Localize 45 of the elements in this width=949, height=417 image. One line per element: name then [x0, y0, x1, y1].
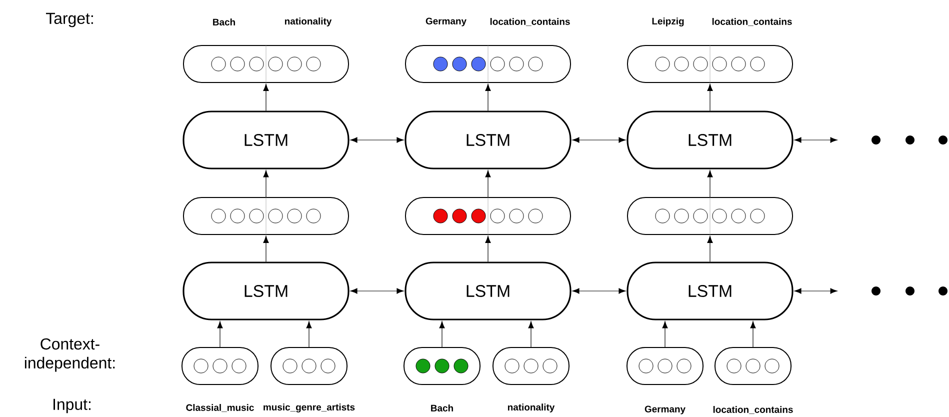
lstm-box: LSTM [404, 262, 572, 320]
arrow [528, 321, 534, 348]
arrow [485, 236, 491, 262]
arrow [572, 137, 626, 143]
arrow [350, 288, 404, 294]
word-label: Classial_music [186, 404, 254, 412]
arrow [794, 288, 838, 294]
arrow [572, 288, 626, 294]
arrow [707, 170, 713, 198]
lstm-box: LSTM [182, 110, 350, 170]
lstm-box: LSTM [404, 110, 572, 170]
arrow [485, 170, 491, 198]
word-label: location_contains [712, 18, 792, 26]
word-label: music_genre_artists [264, 404, 355, 412]
lstm-box: LSTM [626, 110, 794, 170]
lstm-box: LSTM [182, 262, 350, 320]
word-label: Bach [213, 18, 235, 26]
word-label: Bach [431, 404, 453, 412]
word-label: location_contains [490, 18, 570, 26]
arrow [306, 321, 312, 348]
vector-box [627, 197, 793, 235]
lstm-box: LSTM [626, 262, 794, 320]
word-label: nationality [508, 404, 555, 412]
arrow [263, 170, 269, 198]
arrow [263, 84, 269, 111]
arrow [794, 137, 838, 143]
arrow [350, 137, 404, 143]
vector-box [405, 197, 571, 235]
arrow [662, 321, 668, 348]
row-label: Context- independent: [24, 338, 115, 372]
row-label: Target: [46, 12, 93, 28]
arrow [707, 236, 713, 262]
row-label: Input: [54, 398, 90, 414]
arrow [707, 84, 713, 111]
word-label: nationality [284, 18, 332, 26]
vector-box [183, 197, 349, 235]
arrow [485, 84, 491, 111]
word-label: Germany [644, 406, 686, 414]
arrow [263, 236, 269, 262]
arrow [439, 321, 445, 348]
word-label: Leipzig [652, 18, 684, 26]
arrow [750, 321, 756, 348]
arrow [217, 321, 223, 348]
word-label: Germany [426, 18, 466, 26]
word-label: location_contains [713, 406, 793, 414]
